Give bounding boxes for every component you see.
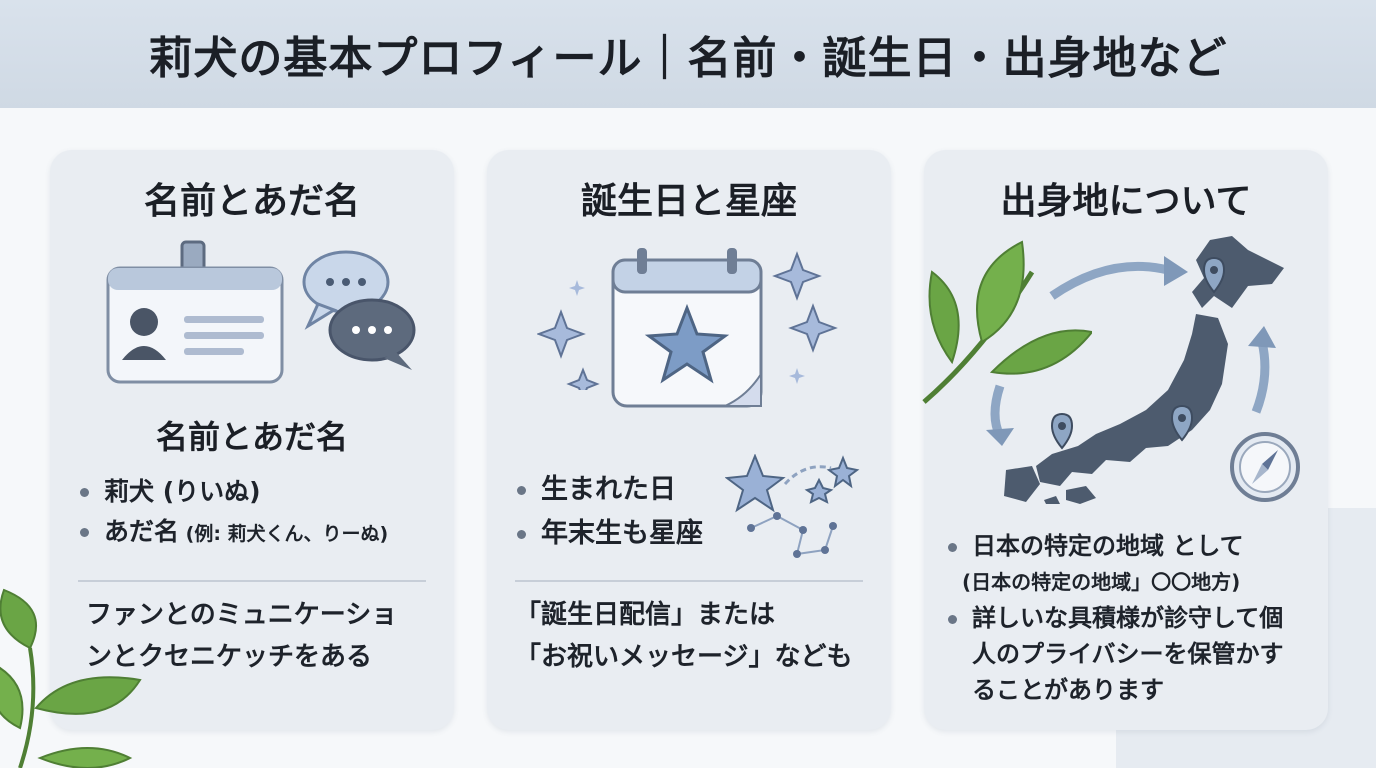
list-item: 年末生も星座: [515, 512, 703, 556]
sparkle-icon: [537, 251, 838, 390]
page-title: 莉犬の基本プロフィール｜名前・誕生日・出身地など: [148, 33, 1228, 84]
leaf-icon: [922, 240, 1092, 404]
list-item: 生まれた日: [515, 468, 703, 512]
calendar-star-icon: [611, 248, 763, 408]
card-title: 誕生日と星座: [580, 181, 797, 222]
card-birthday: 誕生日と星座 生まれた日 年末生も星座 「誕生日配信」または 「お祝いメッセージ…: [487, 150, 891, 730]
arrow-icon: [986, 256, 1276, 446]
divider: [78, 580, 426, 582]
compass-icon: [1230, 432, 1300, 502]
card-note: ファンとのミュニケーショ ンとクセニケッチをある: [86, 600, 398, 672]
list-item: 日本の特定の地域 として(日本の特定の地域」〇〇地方): [946, 528, 1306, 600]
header-banner: 莉犬の基本プロフィール｜名前・誕生日・出身地など: [0, 0, 1376, 108]
leaf-icon: [0, 588, 142, 768]
card-hometown: 出身地について 日本の特定の地域 として(日本の特定の地域」〇〇地方): [922, 150, 1328, 730]
constellation-icon: [725, 454, 860, 558]
bullet-list: 日本の特定の地域 として(日本の特定の地域」〇〇地方) 詳しいな具積様が診守して…: [946, 528, 1306, 708]
bullet-list: 莉犬 (りいぬ) あだ名 (例: 莉犬くん、りーぬ): [78, 472, 388, 554]
list-item: あだ名 (例: 莉犬くん、りーぬ): [78, 512, 388, 554]
card-note: 「誕生日配信」または 「お祝いメッセージ」なども: [515, 600, 853, 672]
speech-bubble-icon: [302, 250, 416, 370]
card-subtitle: 名前とあだ名: [155, 418, 348, 456]
bullet-list: 生まれた日 年末生も星座: [515, 468, 703, 556]
location-pin-icon: [1050, 256, 1226, 450]
list-item: 莉犬 (りいぬ): [78, 472, 388, 512]
card-title: 名前とあだ名: [143, 181, 360, 222]
id-badge-icon: [106, 240, 284, 384]
card-name: 名前とあだ名 名前とあだ名 莉犬 (りいぬ) あだ名 (例: 莉犬くん、りーぬ)…: [50, 150, 454, 730]
list-item: 詳しいな具積様が診守して個人のプライバシーを保管かすることがあります: [946, 600, 1306, 708]
card-title: 出身地について: [1000, 181, 1252, 222]
divider: [515, 580, 863, 582]
